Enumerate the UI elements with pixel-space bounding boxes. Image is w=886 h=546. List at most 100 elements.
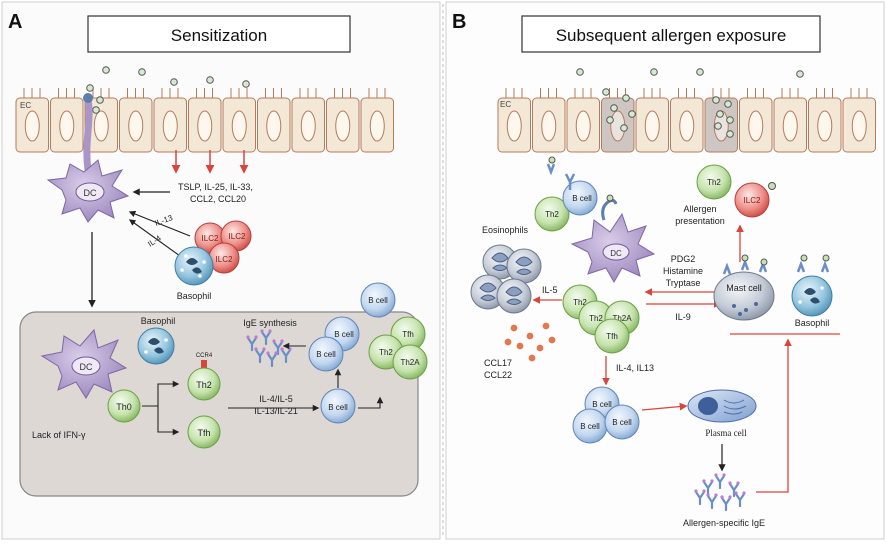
ilc2-cell-b [734, 182, 770, 218]
tfh-label-r: Tfh [402, 330, 414, 339]
ige-tip [736, 481, 740, 485]
ige-tip [714, 473, 718, 477]
dc-label-a: DC [84, 188, 97, 198]
th2-label-b: Th2 [545, 210, 559, 219]
allergen-particles-a [86, 66, 250, 114]
epithelial-nucleus [644, 110, 660, 142]
basophil-inner [137, 327, 175, 365]
allergen-particle [712, 96, 720, 104]
panel-a-title: Sensitization [171, 26, 267, 45]
allergen-particle [724, 100, 732, 108]
bcell-label: B cell [580, 422, 600, 431]
dc-dendrite-tip [83, 93, 93, 103]
tfh-cell [187, 415, 221, 449]
ige-antibody [272, 340, 284, 356]
ige-synthesis-label: IgE synthesis [243, 318, 297, 328]
epithelial-nucleus [817, 110, 833, 142]
allergen-particle [768, 182, 776, 190]
ige-tip [288, 347, 292, 351]
th0-to-th2-arrow [142, 380, 180, 407]
ige-tip [734, 491, 738, 495]
ilc2-label-b: ILC2 [744, 196, 761, 205]
th0-to-tfh-arrow [157, 406, 180, 436]
ige-antibody [280, 348, 292, 364]
th2-cell-ap [696, 164, 732, 200]
ige-antibody [706, 494, 718, 510]
bcell-label: B cell [368, 296, 388, 305]
epithelial-nucleus [24, 110, 40, 142]
allergen-particle [86, 84, 94, 92]
panel-b-title-box [521, 15, 821, 53]
epithelial-nucleus [575, 110, 591, 142]
ige-tip [262, 347, 266, 351]
allergen-particle [206, 76, 214, 84]
allergen-particle [606, 116, 614, 124]
eosinophil-nucleus [516, 268, 532, 275]
th2-label-ap: Th2 [707, 178, 721, 187]
pdg2-label: PDG2 [671, 254, 696, 264]
ige-tip [274, 351, 278, 355]
chemokine-dots [504, 322, 556, 362]
th2a-label: Th2A [612, 314, 632, 323]
epithelial-nucleus [782, 110, 798, 142]
allergen-particle [92, 106, 100, 114]
mast-cell-label: Mast cell [726, 283, 762, 293]
bcell-label: B cell [334, 330, 354, 339]
chemokine-dot [516, 342, 524, 350]
eosinophil-nucleus [506, 298, 522, 305]
il4-arrow [128, 219, 181, 257]
th2-cell [187, 367, 221, 401]
th2-cell-b [534, 196, 570, 232]
th2-label: Th2 [573, 298, 587, 307]
epithelial-nucleus [300, 110, 316, 142]
il4-il13-label: IL-4, IL13 [616, 363, 654, 373]
ige-tip [720, 495, 724, 499]
ige-tip [728, 481, 732, 485]
th2a-label-r: Th2A [400, 358, 420, 367]
ec-label-b: EC [500, 100, 511, 109]
eosinophil-nucleus [491, 252, 509, 263]
allergen-particle [170, 78, 178, 86]
chemokine-dot [542, 322, 550, 330]
il13-arrow [128, 210, 191, 237]
bcell-label: B cell [316, 350, 336, 359]
allergen-particle [714, 122, 722, 130]
allergen-presentation-2: presentation [675, 216, 725, 226]
ige-tip [702, 479, 706, 483]
dendritic-cell-a: DC [46, 159, 130, 223]
il-line1: IL-4/IL-5 [259, 394, 293, 404]
allergen-particle [96, 96, 104, 104]
th2a-cell-r [392, 344, 428, 380]
mast-cell [713, 254, 775, 321]
allergen-particle [610, 104, 618, 112]
ige-tip [266, 351, 270, 355]
ige-tip [268, 329, 272, 333]
ige-tip [702, 489, 706, 493]
bcell-label-b: B cell [572, 194, 592, 203]
allergen-particle [716, 110, 724, 118]
ige-tip [254, 347, 258, 351]
ilc2-cluster: ILC2 ILC2 ILC2 [194, 220, 252, 274]
ige-antibody [714, 474, 726, 490]
epithelial-nucleus [335, 110, 351, 142]
tryptase-label: Tryptase [666, 278, 701, 288]
ige-tip [272, 339, 276, 343]
epithelial-nucleus [162, 110, 178, 142]
th0-cell [107, 389, 141, 423]
epithelial-nucleus [506, 110, 522, 142]
dc-label-b: DC [610, 249, 622, 258]
chemokine-dot [526, 332, 534, 340]
allergen-particle [242, 80, 250, 88]
ige-tip [714, 493, 718, 497]
b-cell-b [562, 180, 598, 216]
allergen-particle [602, 88, 610, 96]
to-plasma-arrow [641, 402, 688, 411]
ige-tip [710, 479, 714, 483]
th0-label: Th0 [116, 402, 132, 412]
bcell-label: B cell [612, 418, 632, 427]
chemokine-dot [536, 344, 544, 352]
histamine-label: Histamine [663, 266, 703, 276]
allergen-particle [796, 70, 804, 78]
dendritic-cell-b: DC [570, 194, 656, 284]
